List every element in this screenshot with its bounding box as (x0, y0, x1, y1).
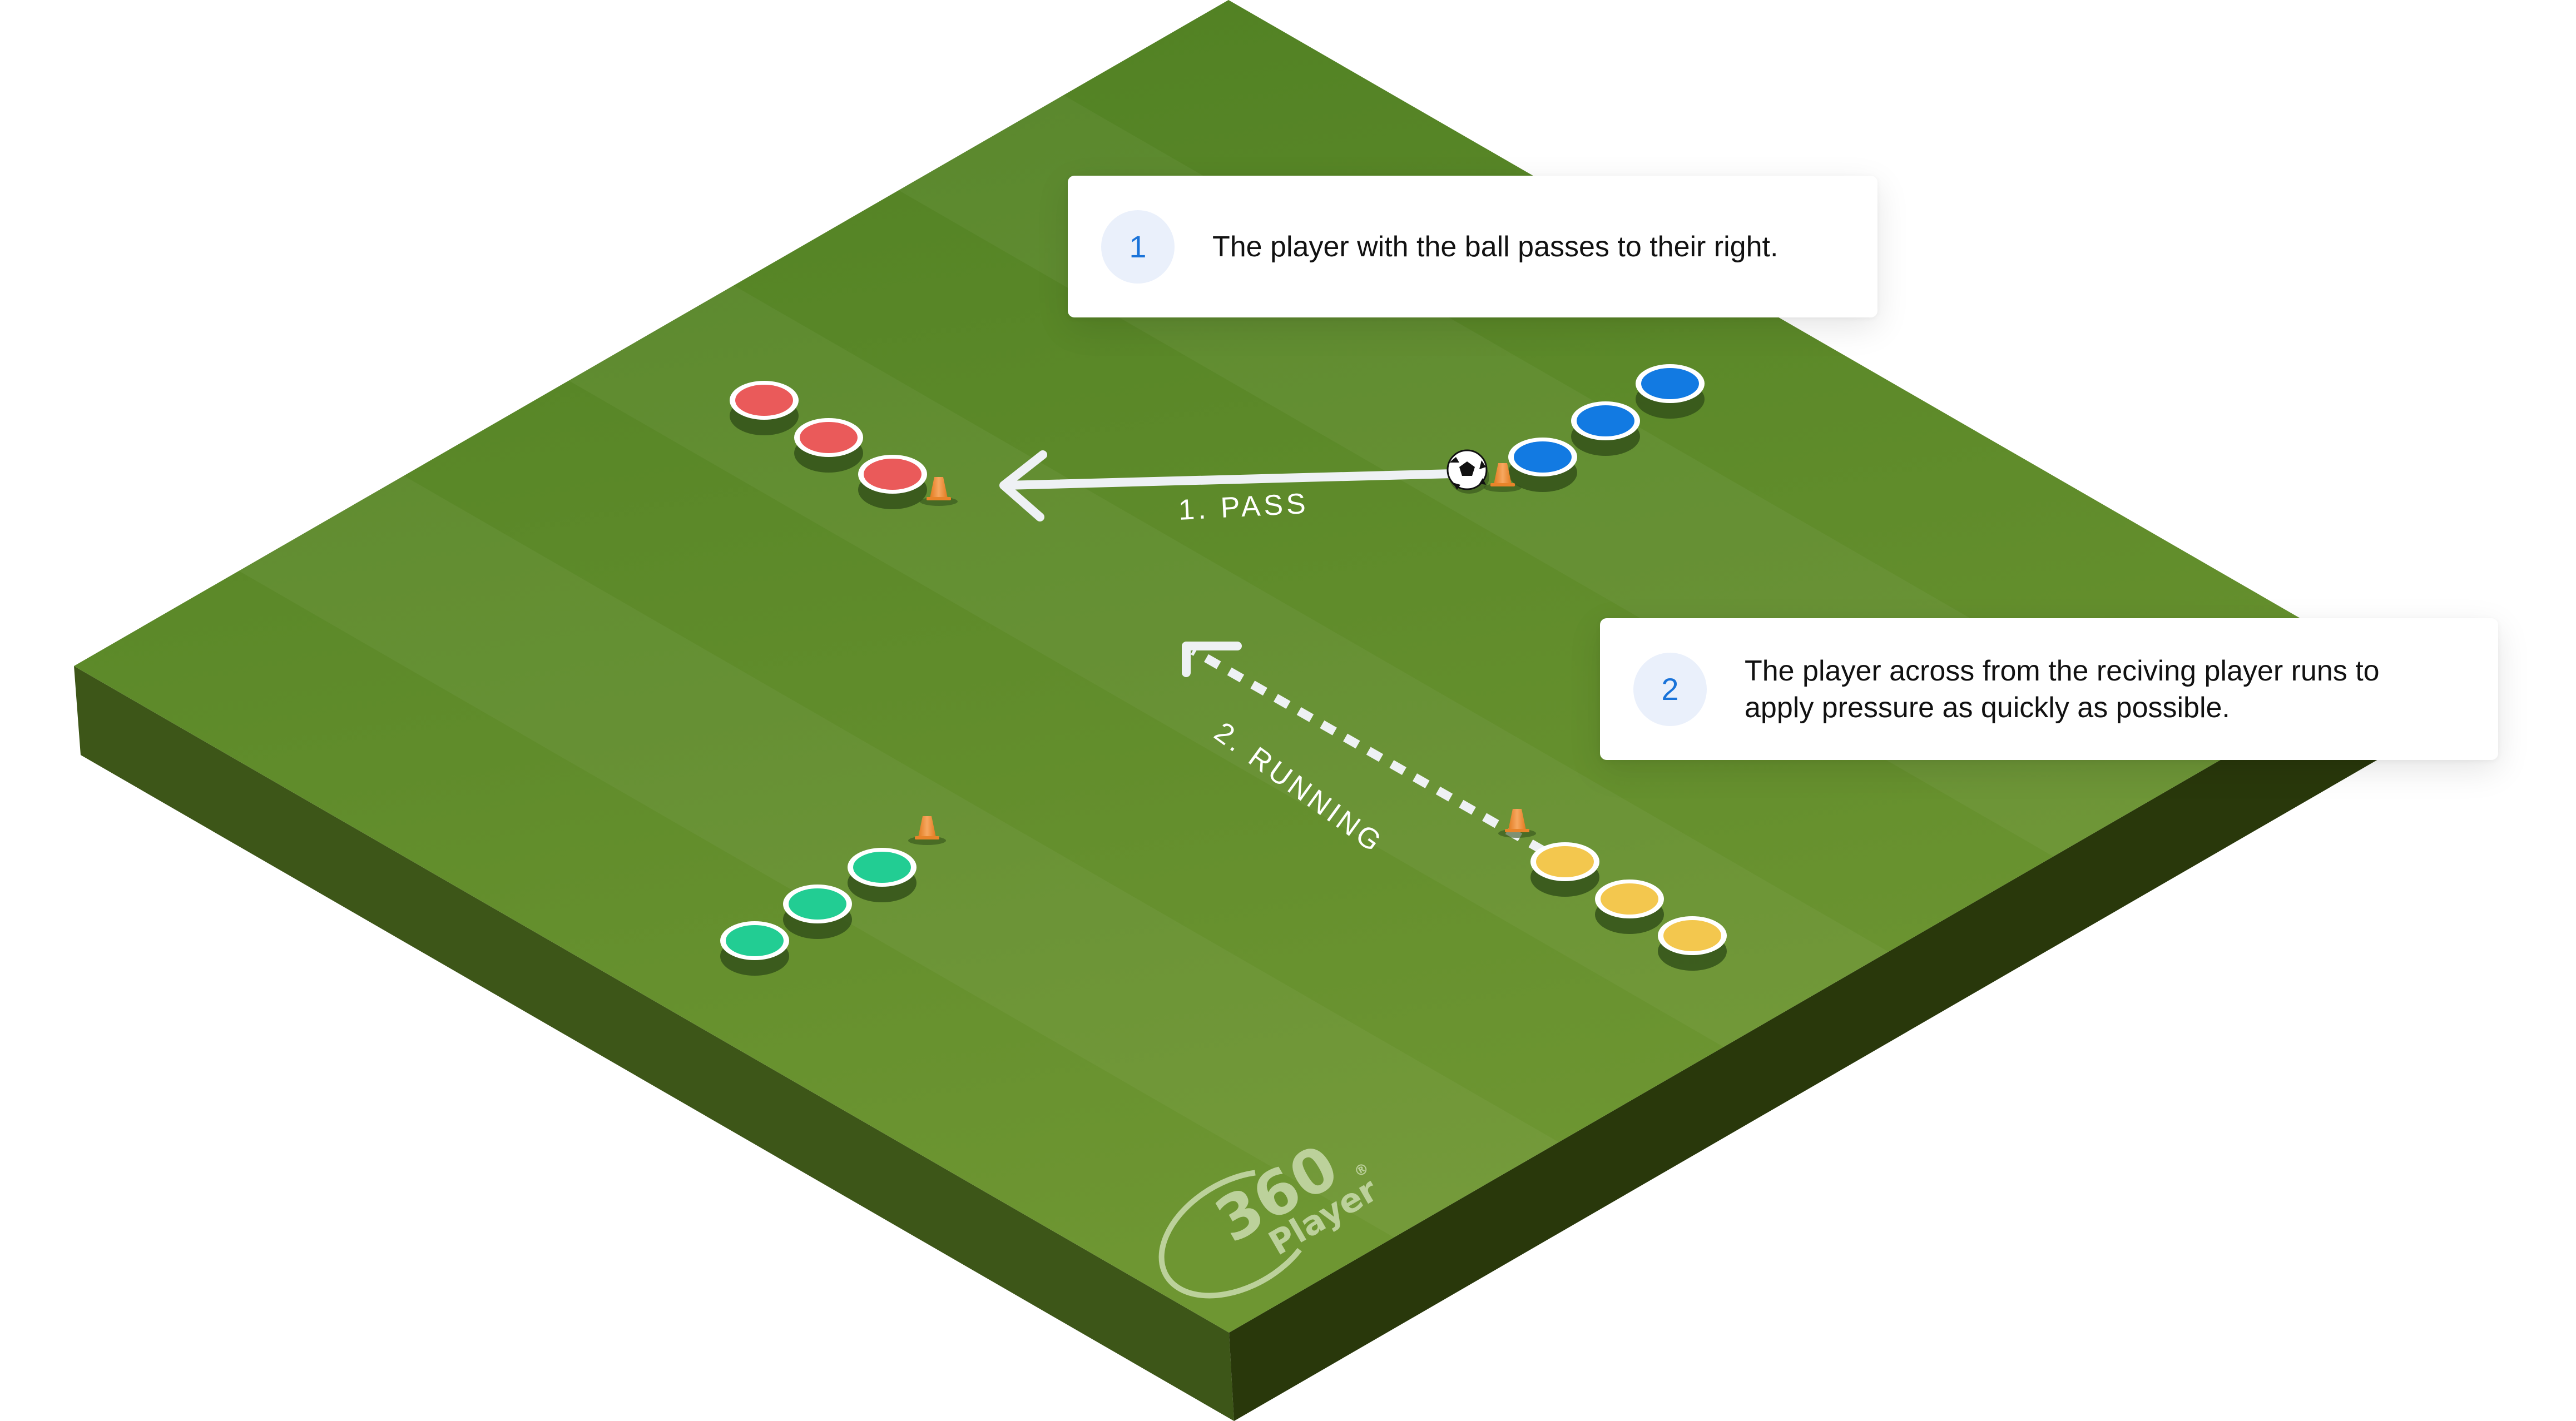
yellow-player-marker (1658, 916, 1727, 971)
pass-arrow (999, 450, 1457, 521)
red-player-marker (858, 455, 927, 509)
cone-icon (1498, 809, 1536, 838)
blue-player-marker (1508, 438, 1577, 492)
yellow-player-marker (1595, 880, 1664, 934)
cone-icon (920, 477, 958, 506)
cone-icon (908, 816, 946, 845)
green-player-marker (848, 848, 917, 902)
blue-player-marker (1636, 364, 1705, 419)
cone-icon (1484, 463, 1522, 492)
step-badge-2: 2 (1633, 652, 1707, 726)
step-badge-1: 1 (1101, 210, 1175, 284)
field-top (74, 0, 2383, 1333)
instruction-callout-2: 2 The player across from the reciving pl… (1600, 618, 2498, 760)
pass-label: 1. PASS (1178, 488, 1310, 526)
blue-player-marker (1571, 401, 1640, 456)
green-player-marker (783, 885, 852, 939)
yellow-player-marker (1530, 842, 1599, 897)
green-player-marker (720, 921, 789, 976)
red-player-marker (794, 418, 863, 473)
field-side-left (74, 666, 1234, 1421)
field-side-right (1229, 666, 2386, 1421)
running-arrow (1182, 642, 1545, 854)
callout-text-1: The player with the ball passes to their… (1212, 230, 1779, 263)
soccer-ball-icon (1446, 449, 1489, 494)
instruction-callout-1: 1 The player with the ball passes to the… (1068, 176, 1877, 317)
red-player-marker (730, 381, 799, 435)
callout-text-2: The player across from the reciving play… (1745, 654, 2380, 724)
